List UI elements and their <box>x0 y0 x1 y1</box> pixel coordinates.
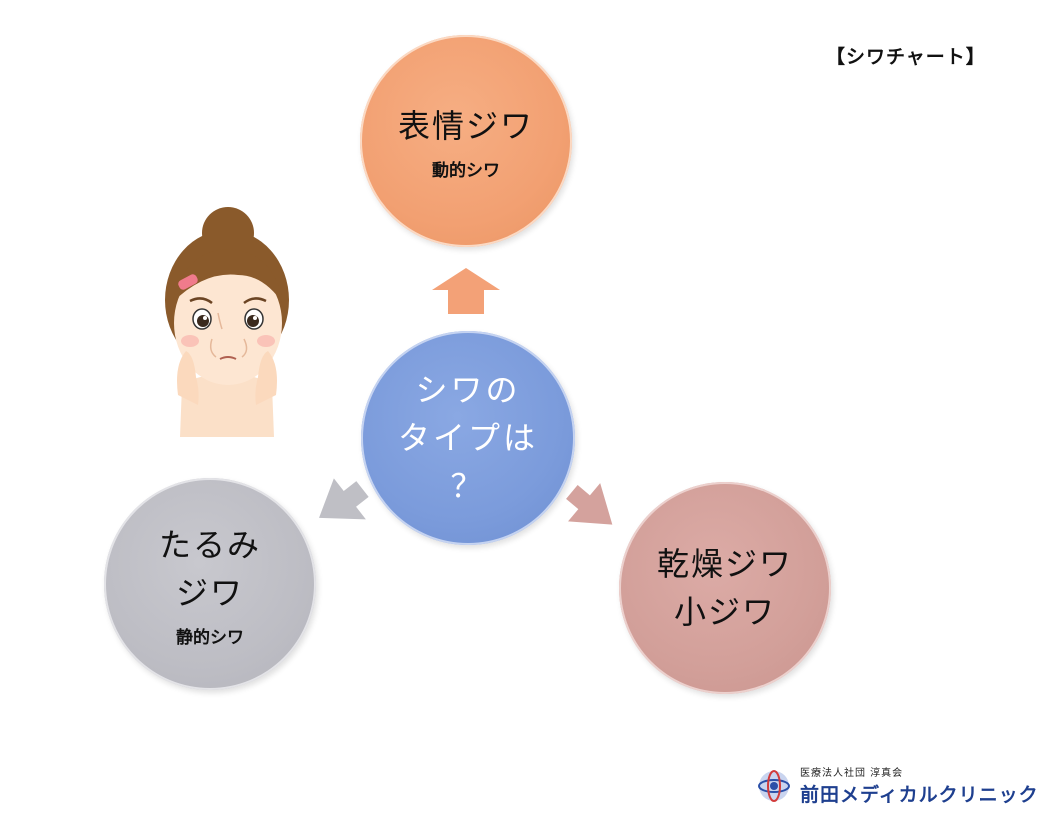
node-top-sub: 動的シワ <box>432 160 500 181</box>
node-sagging-wrinkles: たるみ ジワ 静的シワ <box>104 478 316 690</box>
center-line-2: タイプは <box>397 419 538 457</box>
node-left-line-1: たるみ <box>158 525 261 564</box>
node-left-sub: 静的シワ <box>176 627 244 648</box>
node-right-line-1: 乾燥ジワ <box>656 545 793 583</box>
node-top-label: 表情ジワ <box>397 106 534 145</box>
worried-woman-illustration <box>165 207 289 437</box>
node-expression-wrinkles: 表情ジワ 動的シワ <box>360 35 572 247</box>
arrow-up-icon <box>432 268 500 314</box>
arrow-down-left-icon <box>319 478 369 520</box>
node-right-line-2: 小ジワ <box>673 593 776 631</box>
clinic-logo-icon <box>758 769 790 802</box>
node-left-line-2: ジワ <box>175 573 244 612</box>
center-line-3: ？ <box>450 467 486 505</box>
node-dry-wrinkles: 乾燥ジワ 小ジワ <box>619 482 831 694</box>
clinic-name: 前田メディカルクリニック <box>800 784 1039 806</box>
clinic-corporation-name: 医療法人社団 淳真会 <box>800 768 904 779</box>
node-wrinkle-type-question: シワの タイプは ？ <box>361 331 575 545</box>
chart-title: 【シワチャート】 <box>826 46 986 68</box>
arrow-down-right-icon <box>566 483 613 525</box>
clinic-logo: 医療法人社団 淳真会 前田メディカルクリニック <box>756 764 1039 807</box>
center-line-1: シワの <box>415 371 521 409</box>
